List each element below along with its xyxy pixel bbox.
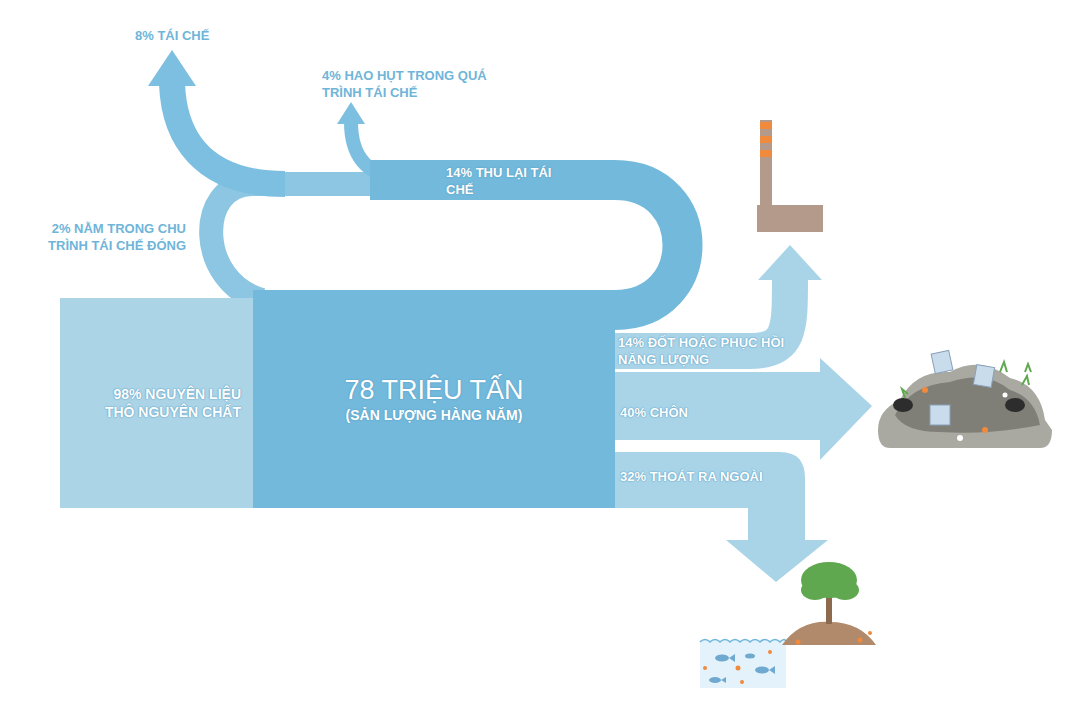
node-subtitle: (SẢN LƯỢNG HÀNG NĂM): [263, 406, 605, 424]
recycle-arrowhead: [148, 50, 196, 86]
closed-loop-band: [211, 184, 380, 300]
loss-label: 4% HAO HỤT TRONG QUÁ TRÌNH TÁI CHẾ: [322, 67, 492, 101]
landfill-band: [610, 372, 822, 440]
landfill-arrowhead: [820, 358, 872, 460]
island-icon: [700, 562, 876, 688]
landfill-label: 40% CHÔN: [620, 404, 770, 421]
leakage-band: [610, 452, 828, 582]
node-title: 98% NGUYÊN LIỆU THÔ NGUYÊN CHẤT: [80, 385, 241, 421]
closed-loop-label: 2% NẰM TRONG CHU TRÌNH TÁI CHẾ ĐÓNG: [30, 220, 186, 254]
leakage-label: 32% THOÁT RA NGOÀI: [620, 468, 790, 485]
node-title: 78 TRIỆU TẤN: [263, 374, 605, 406]
collected-label: 14% THU LẠI TÁI CHẾ: [446, 164, 566, 198]
incineration-label: 14% ĐỐT HOẶC PHỤC HỒI NĂNG LƯỢNG: [618, 334, 818, 368]
recycle-band: [172, 84, 285, 184]
production-box: 78 TRIỆU TẤN(SẢN LƯỢNG HÀNG NĂM): [253, 290, 615, 508]
factory-icon: [757, 120, 823, 232]
landfill-icon: [878, 350, 1052, 448]
recycled-label: 8% TÁI CHẾ: [135, 27, 255, 44]
incineration-arrowhead: [758, 245, 822, 280]
raw-material-box: 98% NGUYÊN LIỆU THÔ NGUYÊN CHẤT: [60, 298, 253, 508]
loss-arrowhead: [337, 102, 365, 124]
